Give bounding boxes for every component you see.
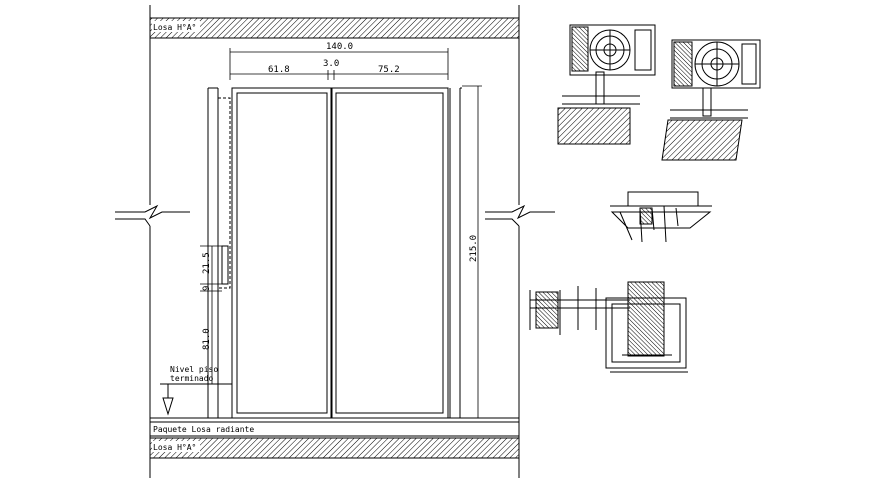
height-dimension — [462, 85, 482, 418]
dim-handle-height: 81.0 — [202, 328, 212, 350]
dim-gap: 3.0 — [323, 59, 339, 69]
door-leaf-right — [330, 87, 449, 419]
floor-level-marker — [160, 383, 232, 416]
floor-note-line1: Nivel piso — [170, 365, 218, 374]
door-frame — [207, 87, 462, 418]
top-slab-label: Losa H°A° — [153, 23, 196, 32]
detail-section-3 — [610, 191, 712, 243]
dim-right-leaf: 75.2 — [378, 65, 400, 75]
dim-height: 215.0 — [469, 235, 479, 262]
dim-handle-offset: 9 — [202, 286, 212, 291]
door-handle — [217, 97, 231, 289]
top-slab — [149, 5, 520, 39]
handle-dimensions — [200, 245, 222, 384]
bottom-slab — [149, 437, 520, 478]
break-symbol-left — [115, 204, 190, 227]
detail-section-2 — [661, 39, 761, 161]
horizontal-dimensions — [229, 48, 449, 80]
detail-section-1 — [557, 24, 656, 145]
bottom-slab-label: Losa H°A° — [153, 443, 196, 452]
break-symbol-right — [485, 204, 555, 227]
dim-handle-length: 21.5 — [202, 252, 212, 274]
floor-note-line2: terminado — [170, 374, 214, 383]
floor-package-label: Paquete Losa radiante — [153, 425, 254, 434]
detail-section-4 — [529, 281, 688, 373]
wall-lines — [149, 38, 520, 438]
door-leaf-left — [231, 87, 333, 419]
dim-left-leaf: 61.8 — [268, 65, 290, 75]
floor-package — [150, 417, 519, 437]
dim-total-width: 140.0 — [326, 42, 353, 52]
